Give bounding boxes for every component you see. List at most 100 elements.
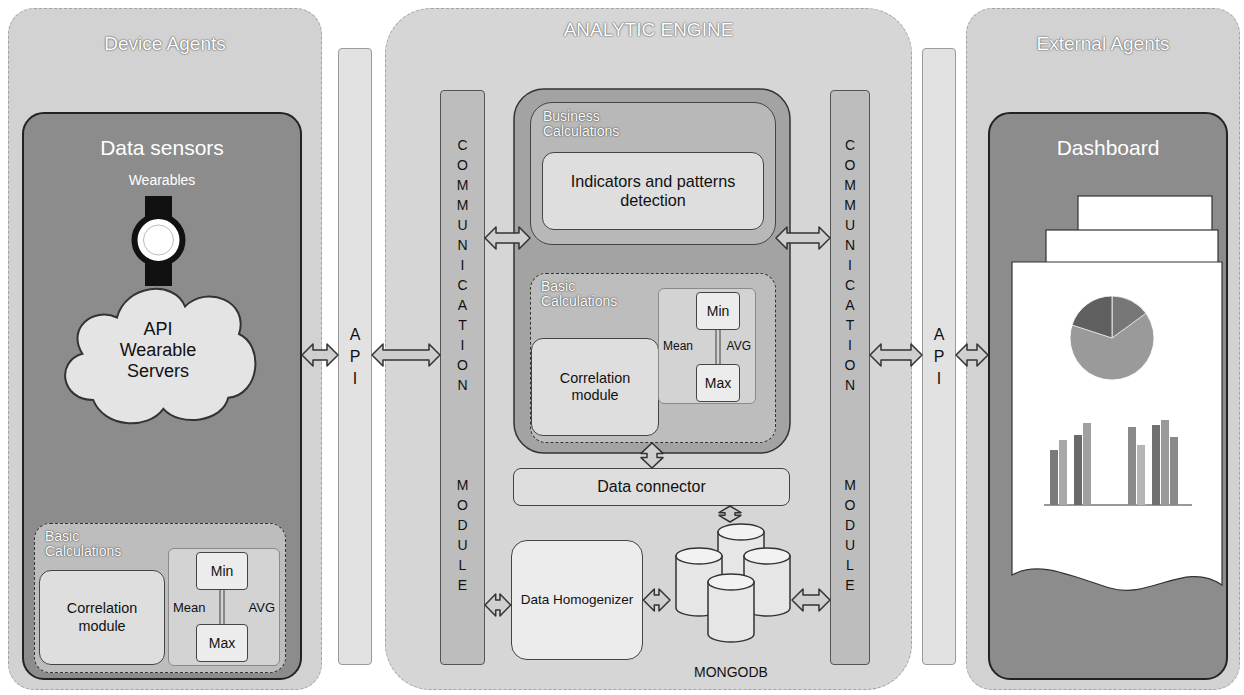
node-label: Dashboard [990, 114, 1226, 160]
database-cylinder [744, 548, 790, 564]
database: MONGODB [670, 522, 792, 684]
communication-bar: COMMUNICATION MODULE [440, 90, 485, 665]
bar-chart [1137, 445, 1145, 505]
api-bar: API [922, 48, 956, 665]
node-label: COMMUNICATION [844, 135, 856, 395]
node-label: Mean [173, 600, 206, 615]
bar-chart [1152, 425, 1160, 505]
node-label: Basic Calculations [541, 279, 641, 310]
node-label: Max [705, 375, 731, 391]
double-arrow [302, 344, 338, 366]
double-arrow [643, 589, 670, 611]
pie-chart [1070, 296, 1154, 380]
stat-box: Max [696, 364, 740, 402]
server-cloud: API Wearable Servers [50, 268, 266, 433]
node-label: Basic Calculations [45, 529, 145, 560]
report-pages [1078, 196, 1212, 470]
pie-chart [1072, 296, 1112, 338]
node-label: API [348, 324, 362, 390]
database-cylinder [718, 524, 764, 540]
node-label: MONGODB [694, 664, 768, 684]
stats-box: Mean AVG MinMax [658, 288, 756, 404]
stats-double-line [223, 590, 224, 624]
process-box: Indicators and patterns detection [542, 152, 764, 230]
double-arrow [372, 344, 440, 366]
stats-box: Mean AVG MinMax [168, 548, 280, 666]
process-box: Data Homogenizer [511, 540, 644, 660]
node-label: Min [707, 303, 730, 319]
stats-double-line [715, 330, 716, 364]
bar-chart [1170, 437, 1178, 505]
watch-icon [135, 196, 183, 286]
cloud-outline [65, 289, 255, 423]
calc-group: Basic CalculationsCorrelation moduleMean… [530, 273, 776, 443]
node-label: Wearables [24, 160, 300, 188]
communication-bar: COMMUNICATION MODULE [830, 90, 870, 665]
watch-icon [135, 216, 183, 264]
report-pages [1046, 230, 1218, 520]
database-cylinder [676, 548, 722, 564]
agent-panel: Device AgentsData sensorsWearablesAPI We… [8, 8, 322, 690]
double-arrow [792, 589, 830, 611]
calc-group: Business CalculationsIndicators and patt… [530, 102, 776, 245]
double-arrow [641, 443, 663, 468]
module-box: Correlation module [531, 338, 659, 436]
node-label: COMMUNICATION [456, 135, 468, 395]
report-pages [1012, 196, 1222, 590]
node-label: Correlation module [40, 600, 164, 635]
database-cylinder [708, 582, 754, 642]
node-label: Data sensors [24, 114, 300, 160]
dashboard-box: Dashboard [988, 112, 1228, 680]
node-label: Device Agents [9, 9, 321, 55]
stats-double-line [219, 590, 220, 624]
pie-chart [1112, 296, 1146, 338]
double-arrow [485, 594, 511, 616]
node-label: Correlation module [532, 370, 658, 405]
stats-double-line [719, 330, 720, 364]
connector-box: Data connector [513, 468, 790, 506]
double-arrow [776, 227, 830, 249]
node-label: API Wearable Servers [110, 319, 206, 381]
double-arrow [870, 344, 922, 366]
bar-chart [1044, 505, 1192, 506]
node-label: Business Calculations [543, 109, 653, 140]
watch-icon [145, 196, 172, 286]
bar-chart [1050, 450, 1058, 505]
stat-box: Min [696, 292, 740, 330]
pie-chart [1070, 296, 1154, 380]
database-icon [670, 522, 792, 684]
bar-chart [1059, 440, 1067, 505]
double-arrow [956, 344, 988, 366]
bar-chart [1044, 420, 1192, 505]
bar-chart [1161, 420, 1169, 505]
stats-double-line [220, 330, 720, 624]
agent-panel: External AgentsDashboard [966, 8, 1240, 690]
node-label: AVG [249, 600, 276, 615]
bar-chart [1128, 427, 1136, 505]
stat-box: Min [196, 552, 248, 590]
calc-group: Basic CalculationsCorrelation moduleMean… [34, 523, 286, 673]
node-label: ANALYTIC ENGINE [386, 9, 911, 41]
database-cylinder [708, 574, 754, 590]
node-label: Min [211, 563, 234, 579]
node-label: Max [209, 635, 235, 651]
report-pages [1012, 262, 1222, 590]
watch-icon [144, 225, 174, 255]
node-label: Mean [663, 339, 693, 353]
double-arrow [485, 227, 530, 249]
bar-chart [1074, 435, 1082, 505]
node-label: MODULE [844, 475, 856, 595]
stat-box: Max [196, 624, 248, 662]
calc-container-outline [514, 89, 790, 453]
node-label: Data Homogenizer [515, 592, 640, 608]
api-bar: API [338, 48, 372, 665]
node-label: Indicators and patterns detection [543, 172, 763, 211]
node-label: AVG [727, 339, 751, 353]
node-label: API [932, 324, 946, 390]
node-label: Data connector [597, 477, 706, 496]
node-label: MODULE [456, 475, 468, 595]
module-box: Correlation module [39, 570, 165, 665]
sensor-box: Data sensorsWearablesAPI Wearable Server… [22, 112, 302, 680]
node-label: External Agents [967, 9, 1239, 55]
double-arrow [719, 506, 741, 522]
